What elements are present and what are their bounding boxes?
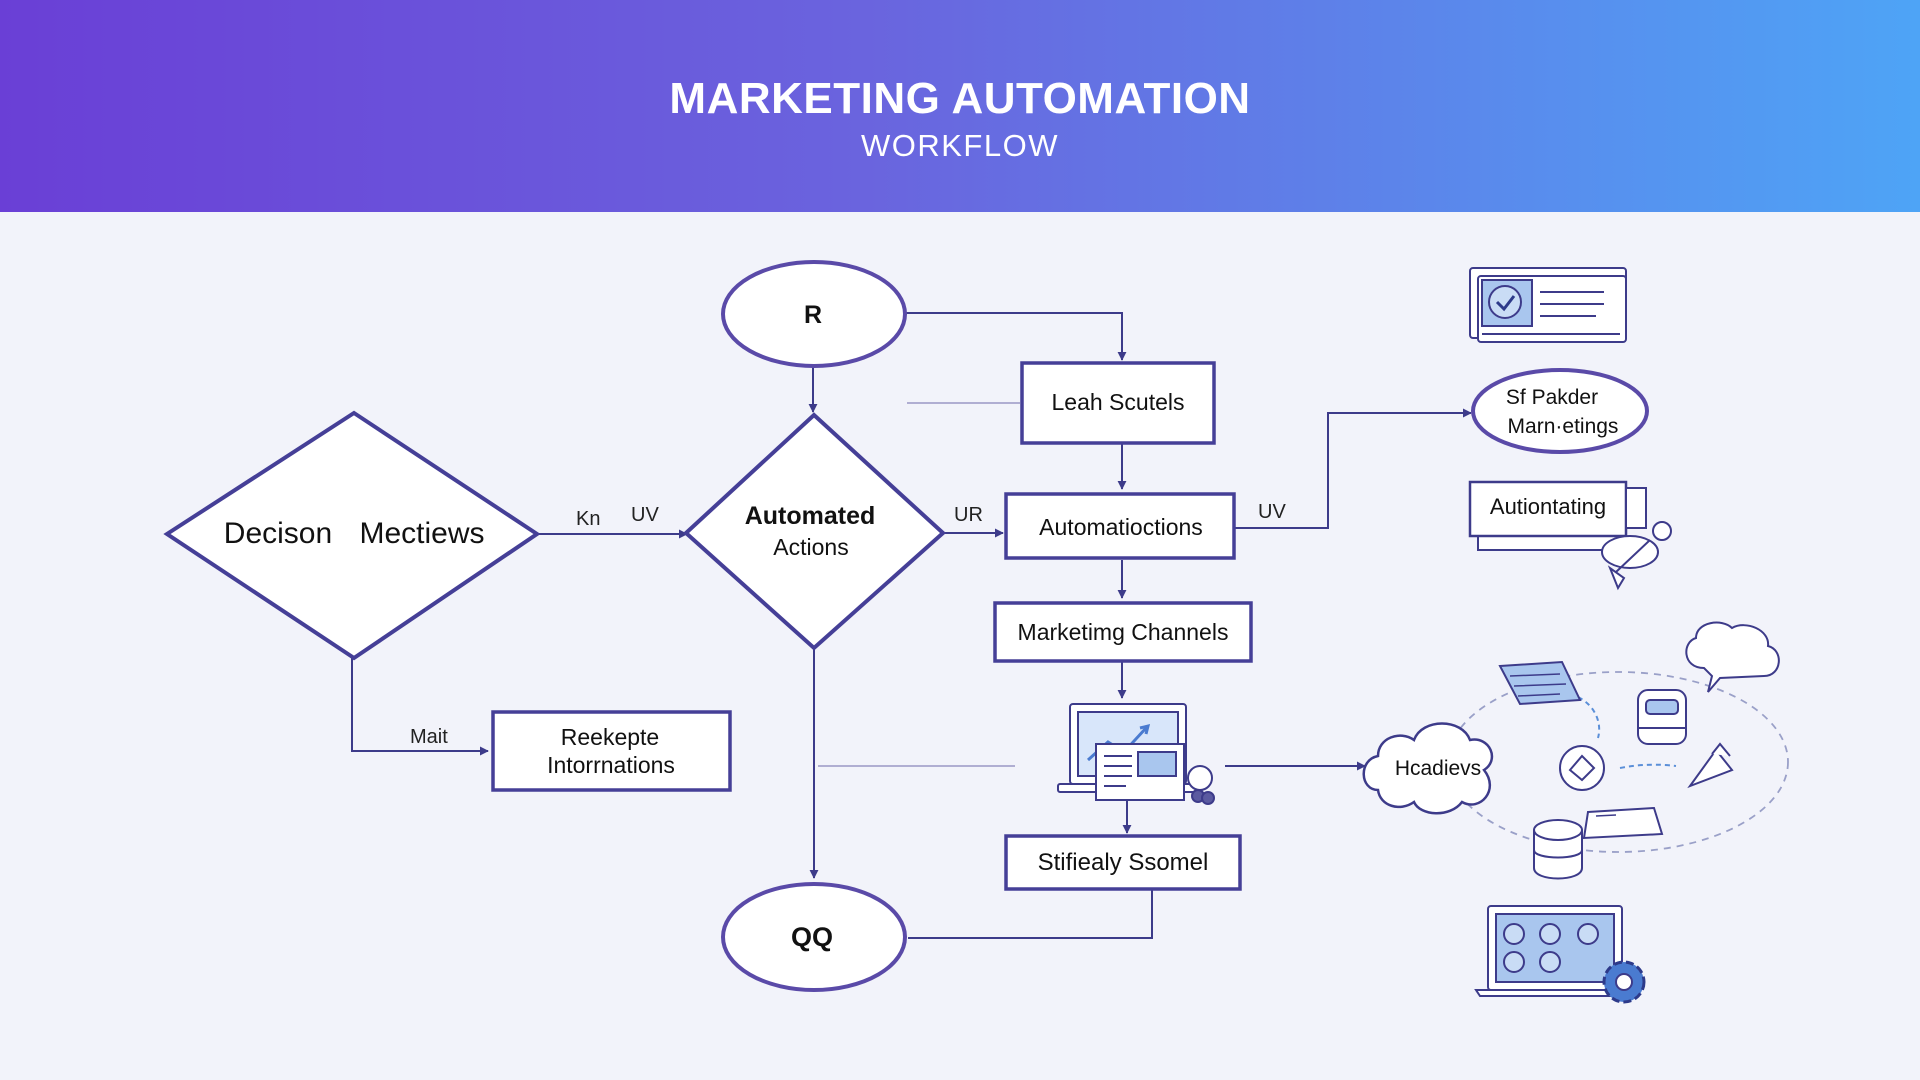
node-automation-label: Automatioctions bbox=[1039, 514, 1203, 540]
printer-icon bbox=[1637, 689, 1687, 745]
pen-icon bbox=[1601, 487, 1672, 591]
settings-gear-icon bbox=[1474, 905, 1646, 1004]
page-subtitle: WORKFLOW bbox=[861, 128, 1059, 163]
node-final-label: Stifiealy Ssomel bbox=[1038, 849, 1209, 876]
node-reengage: Reekepte Intorrnations bbox=[491, 710, 732, 792]
edge-final-to-end bbox=[908, 890, 1153, 939]
node-automation: Automatioctions bbox=[1004, 492, 1236, 560]
cloud-hub: Hcadievs bbox=[1362, 671, 1789, 853]
node-decision-left-line2: Mectiews bbox=[359, 517, 484, 550]
node-final: Stifiealy Ssomel bbox=[1004, 834, 1242, 891]
edge-label-ur: UR bbox=[954, 504, 983, 526]
node-reengage-line2: Intorrnations bbox=[547, 752, 675, 778]
target-icon bbox=[1559, 745, 1605, 791]
node-marketing-channels: Marketimg Channels bbox=[993, 601, 1253, 663]
edge-label-uv-left: UV bbox=[631, 504, 659, 526]
document-icon bbox=[1498, 660, 1582, 706]
node-decision-center: Automated Actions bbox=[683, 412, 946, 651]
node-end-label: QQ bbox=[791, 922, 833, 952]
node-reengage-line1: Reekepte bbox=[561, 724, 659, 750]
edge-automation-to-rightellipse bbox=[1234, 408, 1472, 529]
node-automating-box: Autiontating bbox=[1468, 480, 1628, 551]
edge-label-kn: Kn bbox=[576, 508, 600, 530]
chat-bubble-icon bbox=[1685, 621, 1780, 693]
node-right-ellipse: Sf Pakder Marn·etings bbox=[1471, 368, 1649, 454]
node-decision-center-line1: Automated bbox=[745, 502, 876, 530]
edge-label-mait: Mait bbox=[410, 726, 448, 748]
workflow-diagram: Kn UV UR UV Mait R Leah Scutels Decison … bbox=[163, 260, 1789, 1004]
node-cloud-label: Hcadievs bbox=[1395, 757, 1481, 780]
node-marketing-channels-label: Marketimg Channels bbox=[1018, 619, 1229, 645]
edge-label-uv-right: UV bbox=[1258, 501, 1286, 523]
node-decision-left-line1: Decison bbox=[224, 517, 332, 550]
connectors bbox=[351, 312, 1472, 939]
laptop-analytics-icon bbox=[1057, 703, 1215, 805]
node-start: R bbox=[721, 260, 907, 368]
header-banner: MARKETING AUTOMATION WORKFLOW bbox=[0, 0, 1920, 212]
node-decision-center-line2: Actions bbox=[773, 534, 848, 560]
node-automating-label: Autiontating bbox=[1490, 494, 1606, 519]
node-right-ellipse-line2: Marn·etings bbox=[1508, 415, 1619, 438]
node-start-label: R bbox=[804, 301, 822, 329]
dashboard-monitor-icon bbox=[1469, 267, 1627, 343]
page-title: MARKETING AUTOMATION bbox=[669, 74, 1251, 123]
node-end: QQ bbox=[721, 882, 907, 992]
node-decision-left: Decison Mectiews bbox=[163, 410, 541, 661]
pen-tool-icon bbox=[1687, 742, 1734, 789]
database-icon bbox=[1533, 819, 1583, 880]
node-lead-scores-label: Leah Scutels bbox=[1052, 389, 1185, 415]
edge-decisionleft-to-reengage bbox=[351, 658, 489, 756]
device-icon bbox=[1582, 806, 1664, 840]
node-right-ellipse-line1: Sf Pakder bbox=[1506, 386, 1598, 409]
node-lead-scores: Leah Scutels bbox=[1020, 361, 1216, 445]
edge-start-to-leadscores bbox=[905, 312, 1127, 361]
